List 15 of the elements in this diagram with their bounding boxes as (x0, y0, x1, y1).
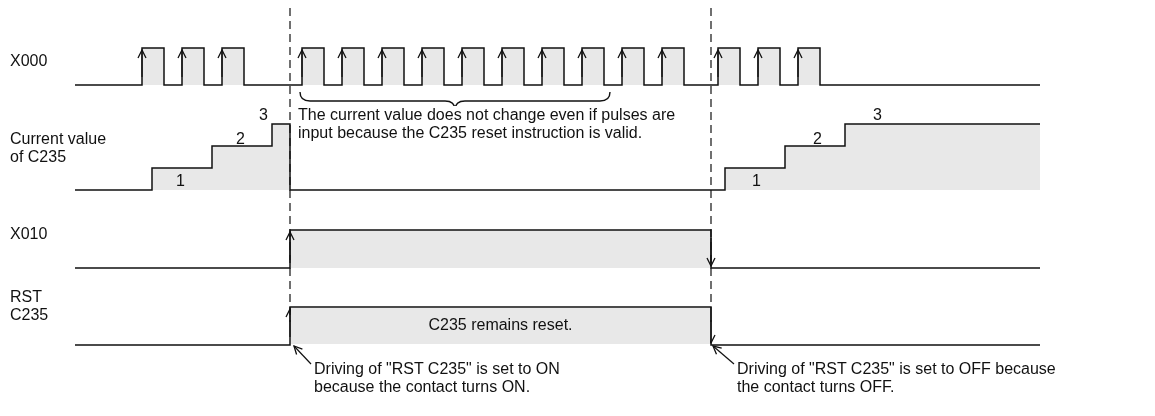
count-value: 1 (752, 172, 762, 190)
signal-name: X010 (10, 225, 49, 243)
signal-name: Current value of C235 (10, 130, 108, 166)
count-value: 3 (873, 106, 883, 124)
signal-high-band: C235 remains reset. (291, 308, 710, 344)
leader-line (712, 345, 735, 365)
count-value: 2 (813, 130, 823, 148)
count-value: 3 (259, 106, 269, 124)
signal-name: RST C235 (10, 288, 50, 324)
leader-line (293, 345, 312, 365)
count-value: 2 (236, 130, 246, 148)
annotation-text: Driving of "RST C235" is set to OFF because the contact turns OFF. (737, 360, 1057, 396)
annotation-text: Driving of "RST C235" is set to ON because the contact turns ON. (314, 360, 614, 396)
signal-name: X000 (10, 52, 49, 70)
count-value: 1 (176, 172, 186, 190)
